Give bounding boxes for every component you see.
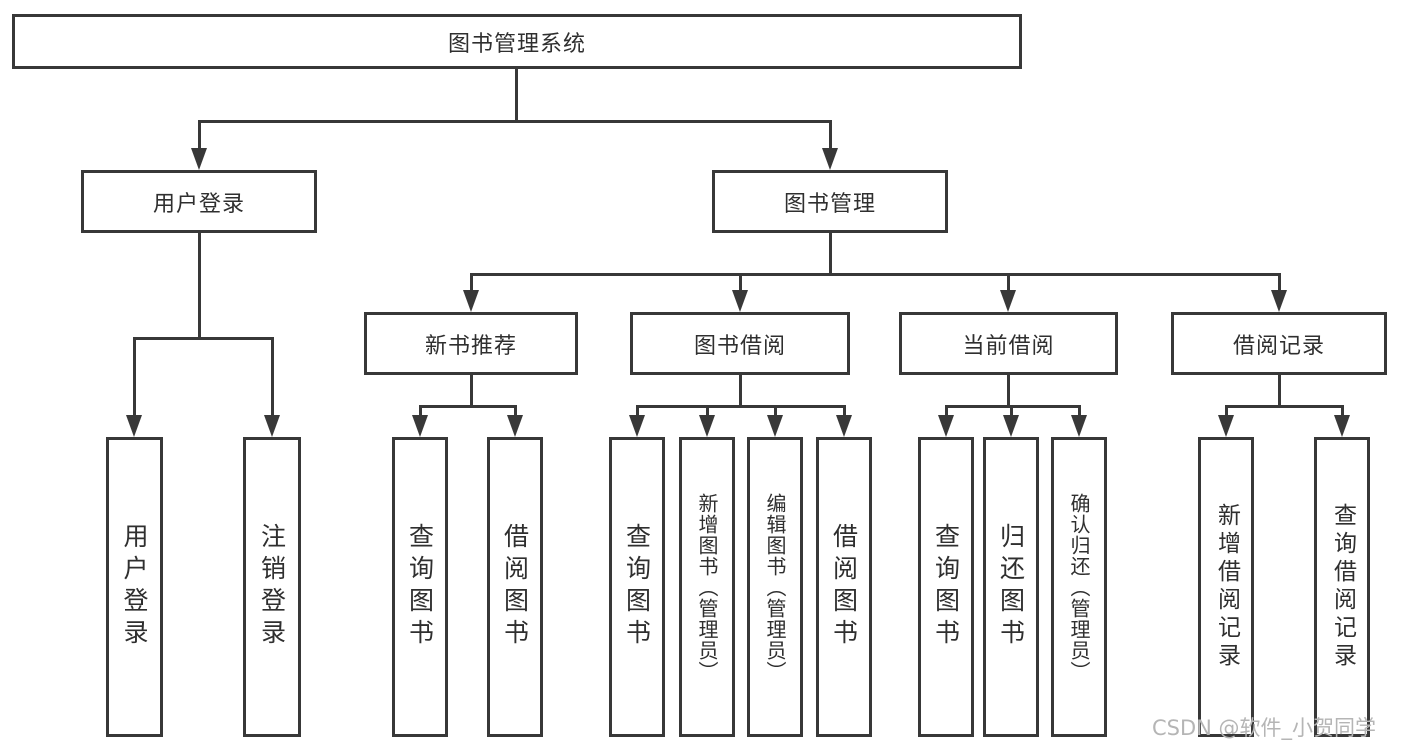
arrowhead-rec-query <box>412 415 428 437</box>
node-borrowing-records: 借阅记录 <box>1171 312 1387 375</box>
node-new-book-recommend: 新书推荐 <box>364 312 578 375</box>
arrowhead-current-borrow <box>1000 290 1016 312</box>
leaf-add-borrow-record: 新增借阅记录 <box>1198 437 1254 737</box>
node-label: 新增借阅记录 <box>1213 503 1240 671</box>
connector-stem-book-mgmt <box>829 233 832 273</box>
node-root-library-system: 图书管理系统 <box>12 14 1022 69</box>
connector-drop-cb-query <box>945 405 948 418</box>
connector-drop-bb-query <box>636 405 639 418</box>
node-book-management: 图书管理 <box>712 170 948 233</box>
connector-stem-new-book-rec <box>470 375 473 405</box>
node-book-borrowing: 图书借阅 <box>630 312 850 375</box>
arrowhead-rec-borrow <box>507 415 523 437</box>
node-label: 新书推荐 <box>424 333 517 359</box>
connector-drop-bb-edit <box>774 405 777 418</box>
connector-bus-book-mgmt <box>470 273 1281 276</box>
connector-drop-cb-return <box>1010 405 1013 418</box>
arrowhead-bb-add <box>699 415 715 437</box>
connector-bus-borrow-records <box>1225 405 1344 408</box>
leaf-logout: 注销登录 <box>243 437 301 737</box>
node-label: 当前借阅 <box>962 333 1055 359</box>
leaf-add-books-admin: 新增图书（管理员） <box>679 437 735 737</box>
leaf-recommend-query-books: 查询图书 <box>392 437 448 737</box>
leaf-current-query-books: 查询图书 <box>918 437 974 737</box>
node-current-borrowing: 当前借阅 <box>899 312 1118 375</box>
arrowhead-new-book-rec <box>463 290 479 312</box>
arrowhead-book-mgmt <box>822 148 838 170</box>
arrowhead-cb-confirm <box>1071 415 1087 437</box>
connector-stem-root <box>515 68 518 123</box>
connector-stem-current-borrow <box>1007 375 1010 405</box>
arrowhead-bb-query <box>629 415 645 437</box>
node-label: 查询图书 <box>622 523 652 651</box>
csdn-watermark: CSDN @软件_小贺同学 <box>1152 716 1377 740</box>
node-label: 借阅图书 <box>829 523 859 651</box>
arrowhead-br-add <box>1218 415 1234 437</box>
node-label: 用户登录 <box>120 523 149 651</box>
arrowhead-bb-borrow <box>836 415 852 437</box>
node-label: 用户登录 <box>152 191 245 217</box>
leaf-borrow-books: 借阅图书 <box>816 437 872 737</box>
leaf-recommend-borrow-books: 借阅图书 <box>487 437 543 737</box>
node-label: 图书管理 <box>783 191 876 217</box>
connector-stem-borrow-records <box>1278 375 1281 405</box>
connector-drop-user-login <box>198 120 201 152</box>
connector-bus-user-login <box>133 337 274 340</box>
node-label: 图书借阅 <box>693 333 786 359</box>
connector-drop-book-mgmt <box>829 120 832 152</box>
arrowhead-book-borrow <box>732 290 748 312</box>
connector-drop-leaf-logout <box>271 337 274 416</box>
node-label: 查询图书 <box>405 523 435 651</box>
node-label: 注销登录 <box>257 523 287 651</box>
connector-drop-bb-add <box>706 405 709 418</box>
node-label: 查询借阅记录 <box>1329 503 1356 671</box>
arrowhead-leaf-user-login <box>126 415 142 437</box>
connector-stem-book-borrow <box>739 375 742 405</box>
connector-drop-cb-confirm <box>1078 405 1081 418</box>
leaf-user-login: 用户登录 <box>106 437 163 737</box>
leaf-edit-books-admin: 编辑图书（管理员） <box>747 437 803 737</box>
connector-drop-book-borrow <box>739 273 742 292</box>
connector-drop-rec-borrow <box>514 405 517 418</box>
connector-drop-rec-query <box>419 405 422 418</box>
arrowhead-user-login <box>191 148 207 170</box>
arrowhead-borrow-records <box>1271 290 1287 312</box>
node-label: 归还图书 <box>996 523 1026 651</box>
connector-bus-root <box>198 120 832 123</box>
connector-drop-borrow-records <box>1278 273 1281 292</box>
connector-drop-new-book-rec <box>470 273 473 292</box>
connector-drop-br-add <box>1225 405 1228 418</box>
arrowhead-cb-query <box>938 415 954 437</box>
arrowhead-bb-edit <box>767 415 783 437</box>
node-label: 查询图书 <box>931 523 961 651</box>
connector-drop-bb-borrow <box>843 405 846 418</box>
connector-stem-user-login <box>198 233 201 337</box>
arrowhead-cb-return <box>1003 415 1019 437</box>
connector-bus-current-borrow <box>945 405 1081 408</box>
node-label: 编辑图书（管理员） <box>763 492 787 682</box>
node-user-login: 用户登录 <box>81 170 317 233</box>
node-label: 确认归还（管理员） <box>1067 492 1091 682</box>
node-label: 借阅图书 <box>500 523 530 651</box>
node-label: 借阅记录 <box>1232 333 1325 359</box>
connector-drop-current-borrow <box>1007 273 1010 292</box>
arrowhead-leaf-logout <box>264 415 280 437</box>
connector-bus-book-borrow <box>636 405 846 408</box>
leaf-borrow-query-books: 查询图书 <box>609 437 665 737</box>
arrowhead-br-query <box>1334 415 1350 437</box>
leaf-query-borrow-record: 查询借阅记录 <box>1314 437 1370 737</box>
leaf-return-books: 归还图书 <box>983 437 1039 737</box>
node-label: 图书管理系统 <box>447 31 586 57</box>
connector-bus-new-book-rec <box>419 405 517 408</box>
connector-drop-br-query <box>1341 405 1344 418</box>
leaf-confirm-return-admin: 确认归还（管理员） <box>1051 437 1107 737</box>
connector-drop-leaf-user-login <box>133 337 136 416</box>
node-label: 新增图书（管理员） <box>695 492 719 682</box>
